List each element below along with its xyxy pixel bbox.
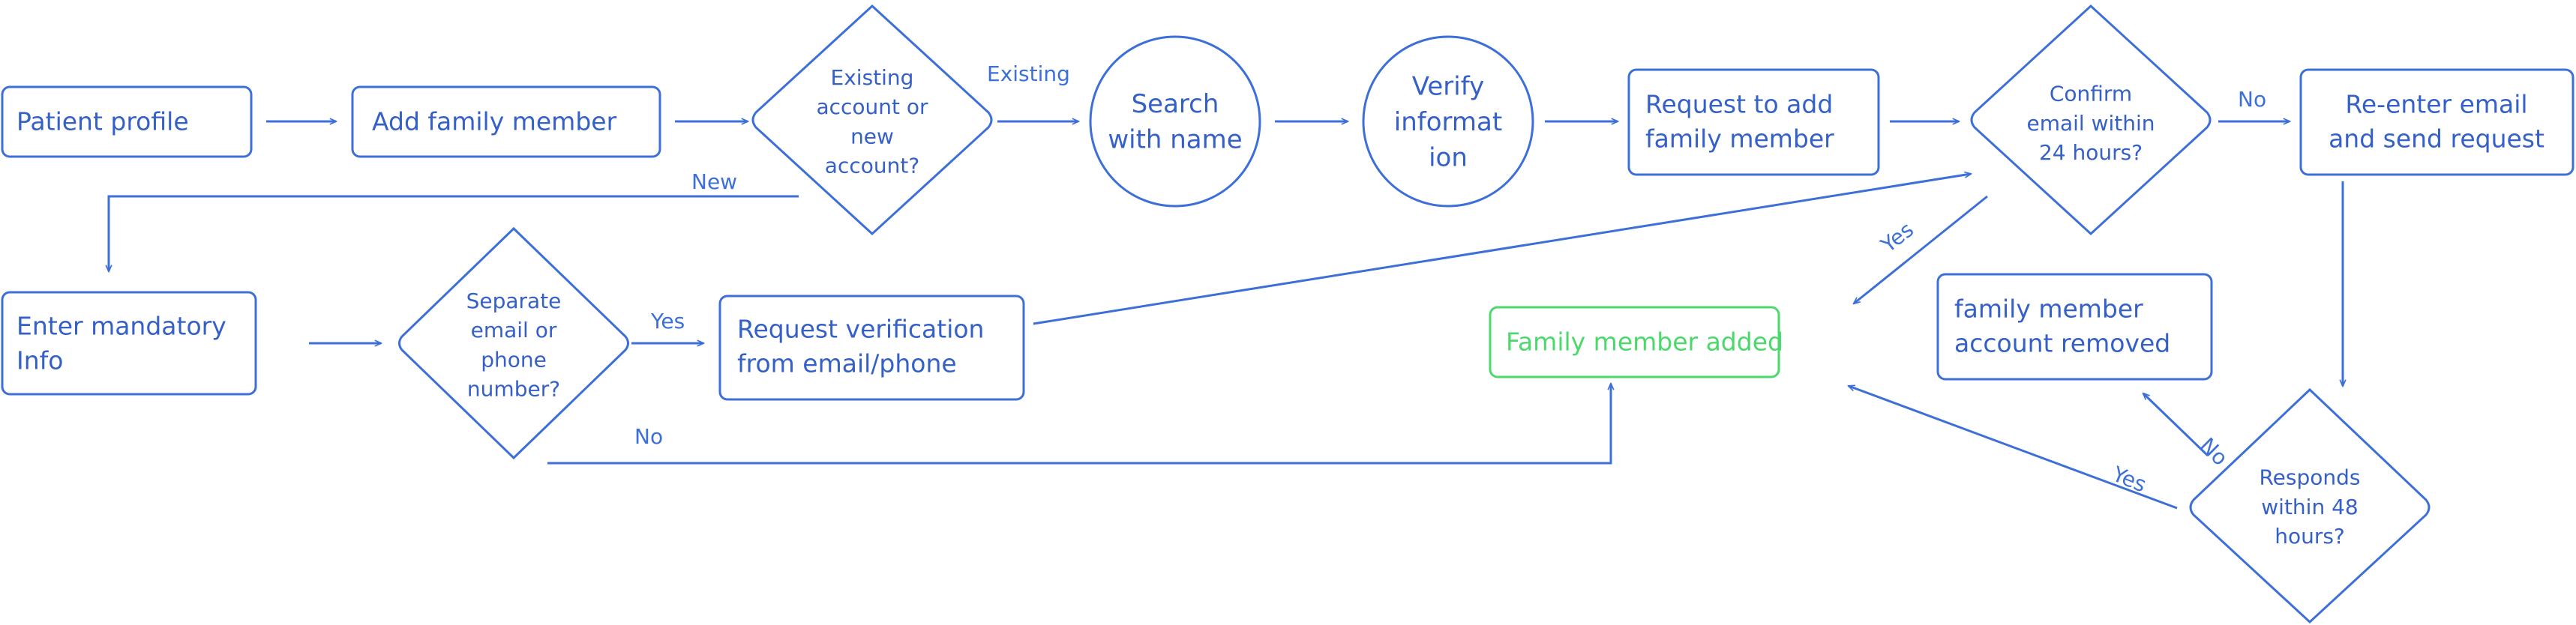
edge-separate-no-to-added (547, 384, 1611, 465)
edge-confirm-yes-to-added (1854, 195, 1988, 304)
separate-email-phone-line-2: email or (471, 318, 557, 342)
responds-48h-line-2: within 48 (2261, 495, 2358, 519)
edges (109, 121, 2343, 510)
node-reenter-email: Re-enter email and send request (2299, 68, 2575, 176)
account-removed-line-1: family member (1954, 294, 2143, 323)
reenter-email-line-2: and send request (2329, 124, 2545, 154)
label-yes-responds: Yes (2108, 462, 2149, 498)
confirm-email-24h-line-3: 24 hours? (2039, 140, 2143, 165)
existing-or-new-line-2: account or (816, 94, 928, 119)
node-request-to-add: Request to add family member (1627, 68, 1880, 176)
nodes: Patient profile Add family member Existi… (1, 4, 2575, 624)
svg-text:Add family member: Add family member (372, 107, 617, 136)
separate-email-phone-line-1: Separate (466, 289, 562, 313)
node-account-removed: family member account removed (1936, 273, 2213, 381)
patient-profile-line-1: Patient profile (16, 107, 189, 136)
edge-new-to-enter-info (109, 195, 799, 271)
existing-or-new-line-4: account? (825, 154, 919, 178)
verify-information-line-3: ion (1429, 143, 1468, 173)
verify-information-line-2: informat (1394, 107, 1502, 137)
search-with-name-line-2: with name (1108, 125, 1242, 155)
node-verify-information: Verify informat ion (1362, 35, 1534, 208)
node-confirm-email-decision: Confirm email within 24 hours? (1970, 4, 2212, 236)
request-to-add-line-2: family member (1645, 124, 1834, 154)
edge-responds-yes-to-added (1849, 386, 2178, 510)
label-existing: Existing (987, 61, 1070, 86)
node-existing-or-new-decision: Existing account or new account? (751, 4, 993, 236)
label-yes-confirm: Yes (1876, 217, 1918, 258)
node-separate-email-phone-decision: Separate email or phone number? (398, 226, 629, 460)
node-family-member-added: Family member added (1489, 306, 1783, 378)
label-no-confirm: No (2238, 87, 2266, 112)
node-add-family-member: Add family member (351, 85, 661, 158)
separate-email-phone-line-4: number? (467, 377, 560, 402)
responds-48h-line-1: Responds (2259, 465, 2360, 490)
search-with-name-line-1: Search (1132, 89, 1219, 119)
confirm-email-24h-line-1: Confirm (2050, 82, 2132, 106)
node-responds-48h-decision: Responds within 48 hours? (2189, 387, 2431, 624)
label-yes-separate: Yes (650, 309, 685, 333)
node-search-with-name: Search with name (1089, 35, 1261, 208)
existing-or-new-line-1: Existing (831, 65, 914, 90)
edge-verification-to-confirm (1033, 174, 1971, 325)
node-patient-profile: Patient profile (1, 85, 253, 158)
reenter-email-line-1: Re-enter email (2345, 90, 2527, 119)
add-family-member-line-1: Add family member (372, 107, 617, 136)
request-to-add-line-1: Request to add (1645, 90, 1833, 119)
family-member-added-line-1: Family member added (1506, 327, 1783, 357)
request-verification-line-2: from email/phone (737, 349, 957, 378)
edge-responds-no-to-removed (2143, 393, 2209, 457)
responds-48h-line-3: hours? (2275, 524, 2345, 549)
enter-mandatory-info-line-2: Info (16, 346, 63, 375)
account-removed-line-2: account removed (1954, 329, 2170, 358)
label-new: New (691, 169, 737, 194)
enter-mandatory-info-line-1: Enter mandatory (16, 311, 226, 340)
verify-information-line-1: Verify (1412, 71, 1484, 101)
label-no-separate: No (634, 424, 663, 449)
label-no-responds: No (2195, 433, 2233, 471)
svg-text:Patient profile: Patient profile (16, 107, 189, 136)
svg-text:Family member added: Family member added (1506, 327, 1783, 357)
request-verification-line-1: Request verification (737, 314, 984, 343)
node-request-verification: Request verification from email/phone (718, 295, 1025, 401)
existing-or-new-line-3: new (850, 124, 894, 148)
separate-email-phone-line-3: phone (481, 347, 547, 372)
confirm-email-24h-line-2: email within (2026, 111, 2155, 136)
